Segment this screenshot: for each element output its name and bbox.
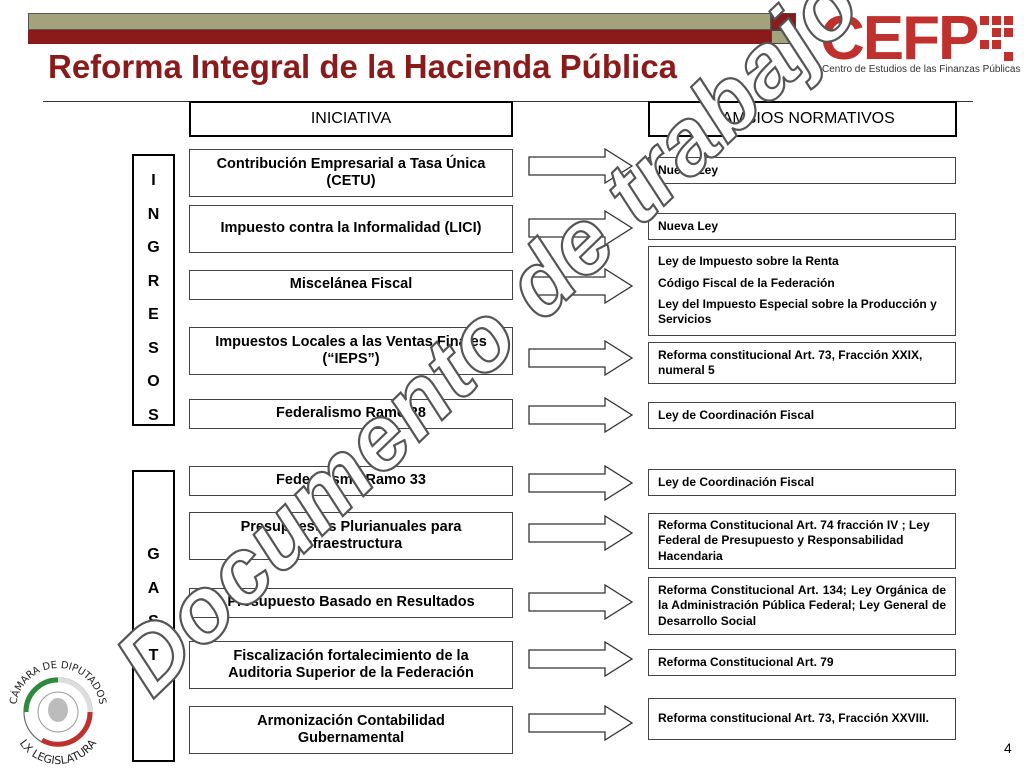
right-arrow-icon bbox=[528, 397, 634, 433]
right-arrow-icon bbox=[528, 465, 634, 501]
cambio-box: Reforma Constitucional Art. 74 fracción … bbox=[648, 513, 956, 569]
group-gasto: G A S T O bbox=[132, 470, 175, 762]
page-title: Reforma Integral de la Hacienda Pública bbox=[48, 48, 678, 85]
iniciativa-box: Armonización Contabilidad Gubernamental bbox=[189, 706, 513, 754]
cambio-text: Nueva Ley bbox=[658, 162, 719, 177]
logo-subtitle: Centro de Estudios de las Finanzas Públi… bbox=[822, 64, 1021, 75]
gasto-letter: T bbox=[148, 646, 159, 664]
arrow-row-5 bbox=[528, 465, 634, 501]
cambio-text: Ley de Coordinación Fiscal bbox=[658, 474, 815, 489]
arrow-row-7 bbox=[528, 584, 634, 620]
iniciativa-box: Impuesto contra la Informalidad (LICI) bbox=[189, 205, 513, 253]
arrow-row-3 bbox=[528, 340, 634, 376]
cambio-text: Reforma Constitucional Art. 79 bbox=[658, 654, 834, 669]
arrow-row-8 bbox=[528, 641, 634, 677]
iniciativa-box: Fiscalización fortalecimiento de la Audi… bbox=[189, 641, 513, 689]
cambio-text: Reforma constitucional Art. 73, Fracción… bbox=[658, 711, 929, 726]
cambio-box: Reforma constitucional Art. 73, Fracción… bbox=[648, 342, 956, 384]
right-arrow-icon bbox=[528, 268, 634, 304]
top-square-olive bbox=[771, 30, 796, 44]
cambio-box: Nueva Ley bbox=[648, 213, 956, 240]
cambio-text: Reforma Constitucional Art. 134; Ley Org… bbox=[658, 582, 946, 628]
right-arrow-icon bbox=[528, 515, 634, 551]
right-arrow-icon bbox=[528, 584, 634, 620]
arrow-row-1 bbox=[528, 210, 634, 246]
iniciativa-box: Miscelánea Fiscal bbox=[189, 270, 513, 300]
cambio-box: Ley de Coordinación Fiscal bbox=[648, 469, 956, 496]
cambio-text: Código Fiscal de la Federación bbox=[658, 275, 835, 290]
seal-icon: CÁMARA DE DIPUTADOS LX LEGISLATURA bbox=[8, 660, 107, 767]
iniciativa-box: Presupuesto Basado en Resultados bbox=[189, 588, 513, 618]
arrow-row-9 bbox=[528, 705, 634, 741]
cefp-logo: CEFP Centro de Estudios de las Finanzas … bbox=[820, 8, 1020, 78]
ingresos-letter: N bbox=[147, 205, 160, 223]
arrow-row-0 bbox=[528, 148, 634, 184]
svg-text:LX LEGISLATURA: LX LEGISLATURA bbox=[17, 737, 100, 766]
iniciativa-box: Federalismo Ramo 28 bbox=[189, 399, 513, 429]
cambio-text: Reforma constitucional Art. 73, Fracción… bbox=[658, 347, 923, 377]
logo-grid-icon bbox=[980, 16, 1013, 61]
cambio-box: Reforma Constitucional Art. 79 bbox=[648, 649, 956, 676]
arrow-row-4 bbox=[528, 397, 634, 433]
cambio-text: Reforma Constitucional Art. 74 fracción … bbox=[658, 517, 930, 563]
gasto-letter: G bbox=[147, 546, 160, 563]
seal-text-bottom: LX LEGISLATURA bbox=[17, 737, 100, 767]
right-arrow-icon bbox=[528, 641, 634, 677]
ingresos-letter: O bbox=[147, 373, 160, 390]
top-olive-bar bbox=[28, 13, 771, 30]
camara-diputados-seal: CÁMARA DE DIPUTADOS LX LEGISLATURA bbox=[2, 648, 114, 767]
cambio-text: Ley de Impuesto sobre la Renta bbox=[658, 254, 839, 269]
top-square-red bbox=[771, 13, 796, 30]
gasto-letter: A bbox=[147, 579, 160, 597]
arrow-row-2 bbox=[528, 268, 634, 304]
logo-wordmark: CEFP bbox=[820, 4, 979, 73]
cambio-box: Nueva Ley bbox=[648, 157, 956, 184]
top-red-bar bbox=[28, 30, 771, 44]
iniciativa-box: Presupuestos Plurianuales para Infraestr… bbox=[189, 512, 513, 560]
cambio-box: Reforma Constitucional Art. 134; Ley Org… bbox=[648, 577, 956, 635]
right-arrow-icon bbox=[528, 340, 634, 376]
cambio-text: Ley de Coordinación Fiscal bbox=[658, 407, 815, 422]
header-cambios-normativos: CAMBIOS NORMATIVOS bbox=[648, 101, 957, 137]
arrow-row-6 bbox=[528, 515, 634, 551]
header-iniciativa: INICIATIVA bbox=[189, 101, 513, 137]
ingresos-letter: G bbox=[147, 239, 160, 256]
cambio-box: Ley de Coordinación Fiscal bbox=[648, 402, 956, 429]
right-arrow-icon bbox=[528, 210, 634, 246]
iniciativa-box: Contribución Empresarial a Tasa Única (C… bbox=[189, 149, 513, 197]
cambio-text: Ley del Impuesto Especial sobre la Produ… bbox=[658, 297, 937, 327]
cambio-box: Reforma constitucional Art. 73, Fracción… bbox=[648, 698, 956, 740]
ingresos-letter: S bbox=[148, 339, 159, 357]
right-arrow-icon bbox=[528, 705, 634, 741]
ingresos-letter: R bbox=[147, 272, 160, 290]
iniciativa-box: Impuestos Locales a las Ventas Finales (… bbox=[189, 327, 513, 375]
gasto-letter: S bbox=[148, 613, 159, 630]
iniciativa-box: Federalismo Ramo 33 bbox=[189, 466, 513, 496]
right-arrow-icon bbox=[528, 148, 634, 184]
gasto-letter: O bbox=[147, 680, 160, 697]
group-ingresos: I N G R E S O S bbox=[132, 154, 175, 426]
cambio-text: Nueva Ley bbox=[658, 218, 719, 233]
ingresos-letter: E bbox=[148, 306, 159, 323]
cambio-box: Ley de Impuesto sobre la Renta Código Fi… bbox=[648, 246, 956, 336]
ingresos-letter: I bbox=[151, 172, 156, 189]
page-number: 4 bbox=[1004, 740, 1012, 756]
ingresos-letter: S bbox=[148, 406, 159, 424]
